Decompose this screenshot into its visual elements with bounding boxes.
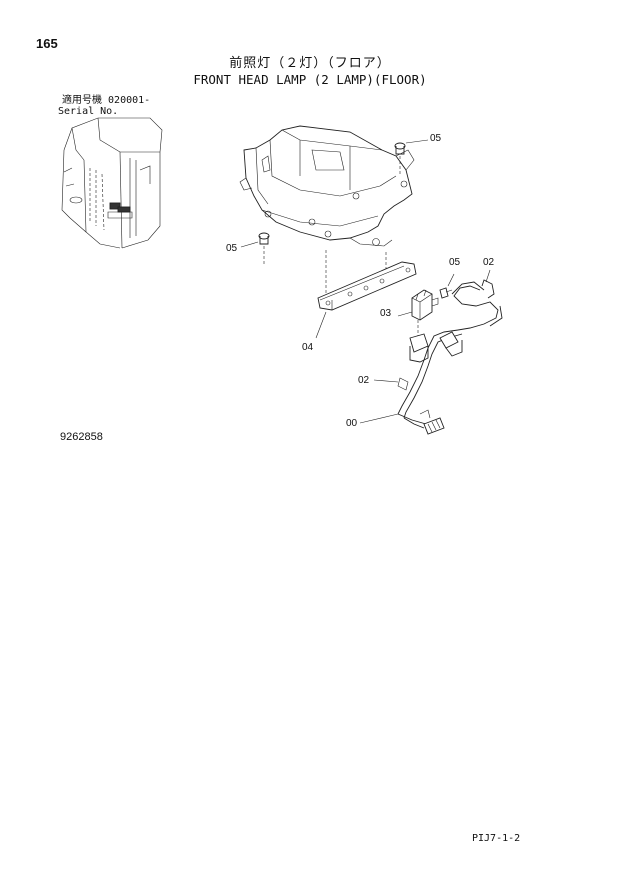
relay-03 <box>397 289 439 336</box>
callout-04: 04 <box>302 342 314 353</box>
serial-value: 020001- <box>108 95 151 106</box>
serial-info: 適用号機 020001- Serial No. <box>58 95 150 117</box>
serial-line-jp: 適用号機 020001- <box>62 95 150 106</box>
callout-03: 03 <box>380 308 392 319</box>
title-english: FRONT HEAD LAMP (2 LAMP)(FLOOR) <box>193 72 427 87</box>
bolt-05-mid <box>439 273 455 299</box>
floor-plate <box>239 125 415 247</box>
callout-02-top: 02 <box>483 257 495 268</box>
title-japanese: 前照灯（２灯）（フロア） <box>229 56 391 71</box>
footer-code: PIJ7-1-2 <box>472 833 521 844</box>
cab-thumbnail <box>61 117 163 249</box>
bolt-05-left <box>240 232 270 264</box>
bracket-04 <box>315 261 417 339</box>
callout-05-mid: 05 <box>449 257 461 268</box>
callout-05-left: 05 <box>226 243 238 254</box>
callout-02-low: 02 <box>358 375 370 386</box>
bolt-05-top <box>394 139 429 176</box>
page-number: 165 <box>36 36 58 51</box>
callout-00: 00 <box>346 418 358 429</box>
drawing-number: 9262858 <box>60 431 103 443</box>
serial-label-jp: 適用号機 <box>62 95 102 106</box>
wire-harness <box>359 269 503 435</box>
callout-05-top: 05 <box>430 133 442 144</box>
serial-label-en: Serial No. <box>58 106 119 117</box>
